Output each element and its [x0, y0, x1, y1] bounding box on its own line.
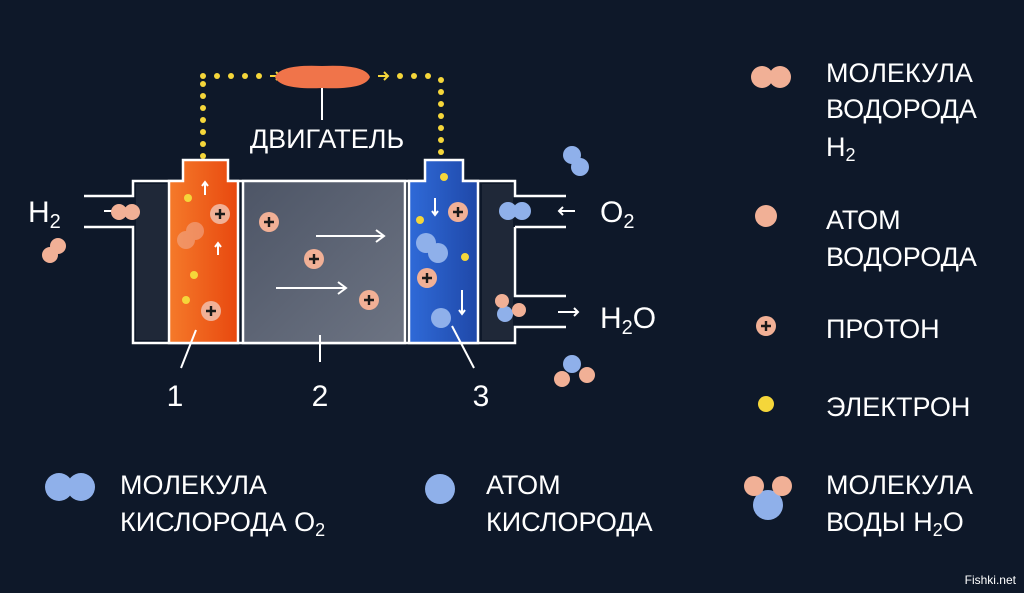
- wire-dot: [438, 89, 444, 95]
- wire-dot: [200, 153, 206, 159]
- part-pointers: [180, 325, 475, 369]
- wire-dot: [200, 141, 206, 147]
- h2-inlet-label: H2: [28, 196, 61, 233]
- engine-label: ДВИГАТЕЛЬ: [250, 124, 404, 154]
- wire-dot: [200, 129, 206, 135]
- legend-o-atom: АТОМ КИСЛОРОДА: [425, 470, 653, 537]
- wire-dot: [214, 73, 220, 79]
- h2o-outlet-label: H2O: [600, 302, 656, 339]
- svg-text:ЭЛЕКТРОН: ЭЛЕКТРОН: [826, 392, 970, 422]
- wire-dot: [438, 137, 444, 143]
- legend-h2-molecule: МОЛЕКУЛА ВОДОРОДА H2: [751, 58, 977, 165]
- left-end-plate: [136, 184, 167, 340]
- legend-electron: ЭЛЕКТРОН: [758, 392, 970, 422]
- svg-text:ПРОТОН: ПРОТОН: [826, 314, 940, 344]
- svg-text:H2: H2: [826, 132, 856, 165]
- electron-wire: [200, 73, 444, 159]
- legend-proton: ПРОТОН: [754, 314, 940, 344]
- electron-dots: [182, 173, 469, 304]
- svg-text:АТОМ: АТОМ: [826, 205, 901, 235]
- wire-dot: [438, 101, 444, 107]
- wire-dot: [425, 73, 431, 79]
- part-3-label: 3: [473, 380, 490, 413]
- svg-text:ВОДОРОДА: ВОДОРОДА: [826, 94, 977, 124]
- svg-text:АТОМ: АТОМ: [486, 470, 561, 500]
- svg-text:ВОДЫ H2O: ВОДЫ H2O: [826, 507, 964, 540]
- wire-dot: [200, 93, 206, 99]
- particles: [42, 146, 595, 387]
- legend-o2-molecule: МОЛЕКУЛА КИСЛОРОДА O2: [45, 470, 325, 540]
- svg-text:МОЛЕКУЛА: МОЛЕКУЛА: [120, 470, 267, 500]
- electrolyte: [241, 179, 407, 345]
- wire-dot: [438, 149, 444, 155]
- legend-water: МОЛЕКУЛА ВОДЫ H2O: [744, 470, 973, 540]
- svg-text:МОЛЕКУЛА: МОЛЕКУЛА: [826, 58, 973, 88]
- engine-shape: [275, 65, 370, 89]
- wire-dot: [256, 73, 262, 79]
- legend-h-atom: АТОМ ВОДОРОДА: [755, 205, 977, 272]
- wire-dot: [411, 73, 417, 79]
- part-2-label: 2: [312, 380, 329, 413]
- o2-inlet-label: O2: [600, 196, 634, 233]
- svg-text:ВОДОРОДА: ВОДОРОДА: [826, 242, 977, 272]
- wire-dot: [228, 73, 234, 79]
- wire-dot: [397, 73, 403, 79]
- wire-dot: [438, 125, 444, 131]
- svg-text:КИСЛОРОДА O2: КИСЛОРОДА O2: [120, 507, 325, 540]
- wire-dot: [200, 73, 206, 79]
- wire-dot: [200, 81, 206, 87]
- part-1-label: 1: [167, 380, 184, 413]
- svg-text:МОЛЕКУЛА: МОЛЕКУЛА: [826, 470, 973, 500]
- svg-text:КИСЛОРОДА: КИСЛОРОДА: [486, 507, 653, 537]
- wire-dot: [242, 73, 248, 79]
- wire-dot: [200, 117, 206, 123]
- wire-dot: [200, 105, 206, 111]
- watermark: Fishki.net: [965, 573, 1017, 587]
- wire-dot: [438, 113, 444, 119]
- wire-dot: [438, 77, 444, 83]
